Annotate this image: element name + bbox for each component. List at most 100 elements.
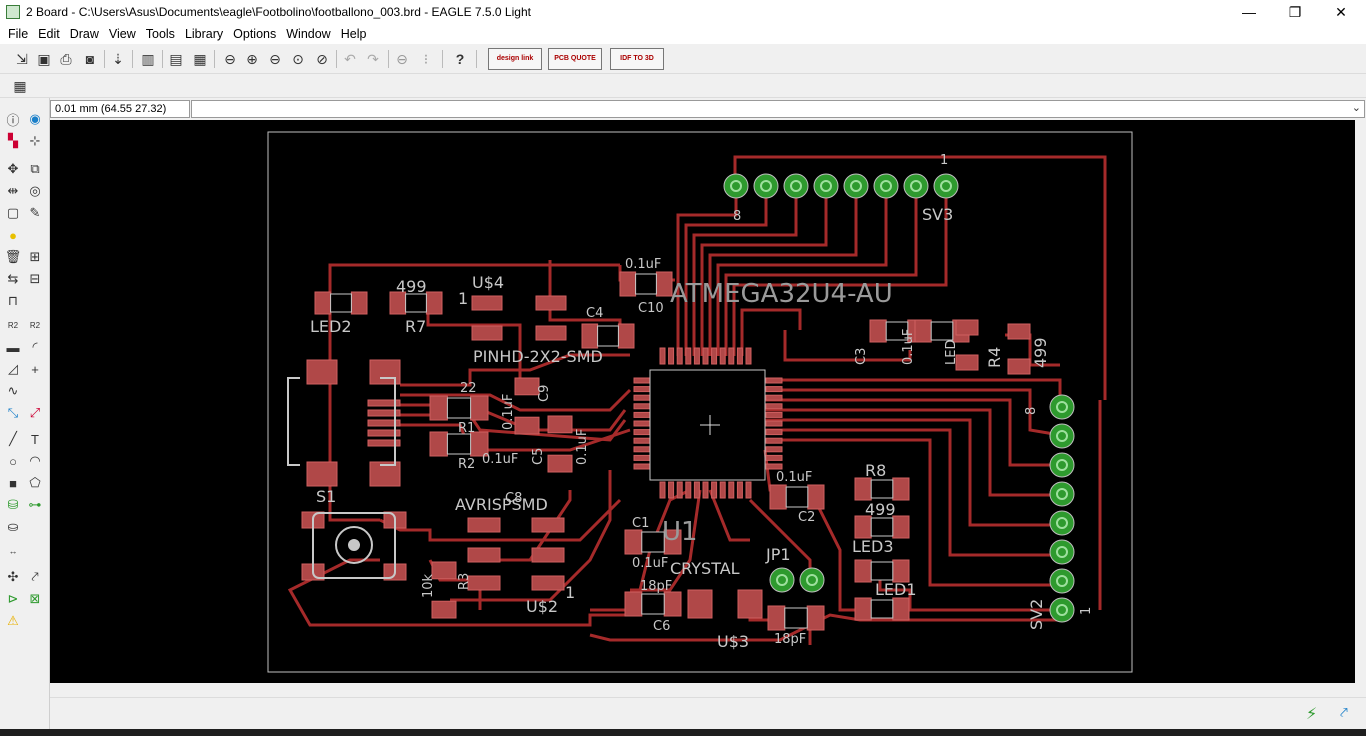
u4-pin1-label: 1 — [458, 289, 468, 308]
padlock-icon[interactable]: ⊓ — [7, 293, 19, 308]
go-icon[interactable]: ⁝ — [423, 50, 429, 67]
circle-icon[interactable]: ○ — [9, 453, 17, 469]
wire-icon[interactable]: ╱ — [9, 431, 17, 446]
route-icon[interactable]: ⤡ — [7, 405, 19, 420]
via-icon[interactable]: ⛁ — [7, 497, 19, 512]
chevron-down-icon[interactable]: ⌄ — [1351, 102, 1361, 114]
optimize-icon[interactable]: + — [31, 361, 39, 377]
vertical-scrollbar[interactable] — [1355, 120, 1366, 683]
mark-icon[interactable]: ⊹ — [29, 133, 41, 148]
smd-pad — [854, 477, 872, 501]
show-icon[interactable]: ◉ — [29, 111, 41, 126]
hole-icon[interactable]: ⛀ — [7, 519, 19, 534]
print-icon[interactable]: ⎙ — [60, 50, 72, 67]
cam-icon[interactable]: ◙ — [85, 51, 95, 67]
maximize-button[interactable]: ❐ — [1288, 3, 1302, 20]
smd-pad — [467, 575, 501, 591]
signal-icon[interactable]: ⊶ — [28, 497, 42, 512]
erc-icon[interactable]: ⊳ — [7, 591, 19, 606]
ripup-icon[interactable]: ⤢ — [29, 405, 41, 420]
zoom-fit-icon[interactable]: ⊖ — [224, 50, 236, 67]
command-line-input[interactable]: ⌄ — [191, 100, 1365, 118]
schematic-icon[interactable]: ▤ — [169, 50, 183, 67]
undo-icon[interactable]: ↶ — [344, 50, 356, 67]
dimension-icon[interactable]: ↔ — [8, 546, 18, 556]
pcb-drawing[interactable]: LED2 R7 499 U$4 1 PINHD-2X2-SMD 0.1uF C1… — [50, 120, 1355, 683]
menu-library[interactable]: Library — [184, 27, 224, 41]
drill-hole — [730, 180, 742, 192]
replace-icon[interactable]: ⇆ — [7, 271, 19, 286]
lock-icon[interactable]: ⊟ — [29, 271, 41, 286]
c5-value-label: 0.1uF — [575, 429, 590, 465]
grid-icon[interactable]: ▦ — [13, 77, 27, 94]
paste-icon[interactable]: ● — [9, 227, 17, 243]
horizontal-scrollbar[interactable] — [50, 683, 1355, 697]
add-icon[interactable]: ⊞ — [29, 249, 41, 264]
stop-icon[interactable]: ⊖ — [396, 50, 408, 67]
arc-icon[interactable]: ◠ — [29, 453, 41, 468]
menu-options[interactable]: Options — [233, 27, 277, 41]
menu-file[interactable]: File — [8, 27, 29, 41]
script-icon[interactable]: ⇣ — [112, 50, 124, 67]
autorouter-icon[interactable]: ⤤ — [31, 569, 39, 584]
info-icon[interactable]: ⓘ — [6, 112, 20, 128]
mirror-icon[interactable]: ⇹ — [7, 183, 19, 198]
drill-hole — [806, 574, 818, 586]
smd-pad — [633, 377, 651, 384]
u4-label: U$4 — [472, 273, 504, 292]
move-icon[interactable]: ✥ — [7, 161, 19, 176]
idf-to-3d-button[interactable]: IDF TO 3D — [610, 48, 664, 70]
split-icon[interactable]: ◿ — [8, 361, 18, 376]
board-icon[interactable]: ▦ — [193, 50, 207, 67]
display-icon[interactable]: ▚ — [8, 133, 18, 148]
menu-edit[interactable]: Edit — [38, 27, 60, 41]
miter-icon[interactable]: ◜ — [32, 339, 38, 354]
minimize-button[interactable]: — — [1242, 4, 1256, 20]
redo-icon[interactable]: ↷ — [367, 50, 379, 67]
drill-hole — [776, 574, 788, 586]
close-button[interactable]: ✕ — [1335, 3, 1347, 20]
smd-pad — [367, 419, 401, 427]
text-icon[interactable]: T — [31, 431, 39, 447]
pcb-quote-button[interactable]: PCB QUOTE — [548, 48, 602, 70]
smd-pad — [765, 394, 783, 401]
design-link-button[interactable]: design link — [488, 48, 542, 70]
polygon-icon[interactable]: ⬠ — [29, 475, 41, 490]
ulp-icon[interactable]: ▥ — [141, 50, 155, 67]
zoom-in-icon[interactable]: ⊕ — [246, 50, 258, 67]
save-icon[interactable]: ▣ — [37, 50, 51, 67]
smash-icon[interactable]: ▬ — [6, 339, 20, 355]
zoom-out-icon[interactable]: ⊖ — [269, 50, 281, 67]
menu-window[interactable]: Window — [286, 27, 331, 41]
name-icon[interactable]: R2 — [7, 320, 19, 330]
rect-icon[interactable]: ■ — [9, 475, 17, 491]
group-icon[interactable]: ▢ — [6, 205, 20, 220]
smd-pad — [431, 561, 457, 580]
errors-icon[interactable]: ⚠ — [7, 613, 19, 628]
smd-pad — [467, 517, 501, 533]
menu-draw[interactable]: Draw — [69, 27, 99, 41]
c8-label: C8 — [505, 491, 522, 506]
copy-icon[interactable]: ⧉ — [30, 161, 40, 176]
zoom-redraw-icon[interactable]: ⊙ — [292, 50, 304, 67]
smd-pad — [955, 319, 979, 336]
zoom-select-icon[interactable]: ⊘ — [316, 50, 328, 67]
menu-help[interactable]: Help — [340, 27, 367, 41]
arrow-icon[interactable]: ⤤ — [1340, 704, 1348, 720]
flash-icon[interactable]: ⚡ — [1306, 706, 1318, 723]
mcu-label: ATMEGA32U4-AU — [670, 279, 893, 309]
open-icon[interactable]: ⇲ — [16, 50, 28, 67]
delete-icon[interactable]: 🗑 — [4, 249, 22, 264]
ratsnest-icon[interactable]: ✣ — [7, 569, 19, 584]
board-canvas[interactable]: LED2 R7 499 U$4 1 PINHD-2X2-SMD 0.1uF C1… — [50, 120, 1355, 683]
drc-icon[interactable]: ⊠ — [29, 591, 41, 606]
menu-view[interactable]: View — [108, 27, 136, 41]
r7-label: R7 — [405, 317, 426, 336]
change-icon[interactable]: ✎ — [29, 205, 41, 220]
menu-tools[interactable]: Tools — [145, 27, 175, 41]
rotate-icon[interactable]: ◎ — [29, 183, 41, 198]
value-icon[interactable]: R2 — [29, 320, 41, 330]
smd-pad — [869, 319, 887, 343]
meander-icon[interactable]: ∿ — [7, 383, 19, 398]
help-icon[interactable]: ? — [455, 51, 465, 67]
